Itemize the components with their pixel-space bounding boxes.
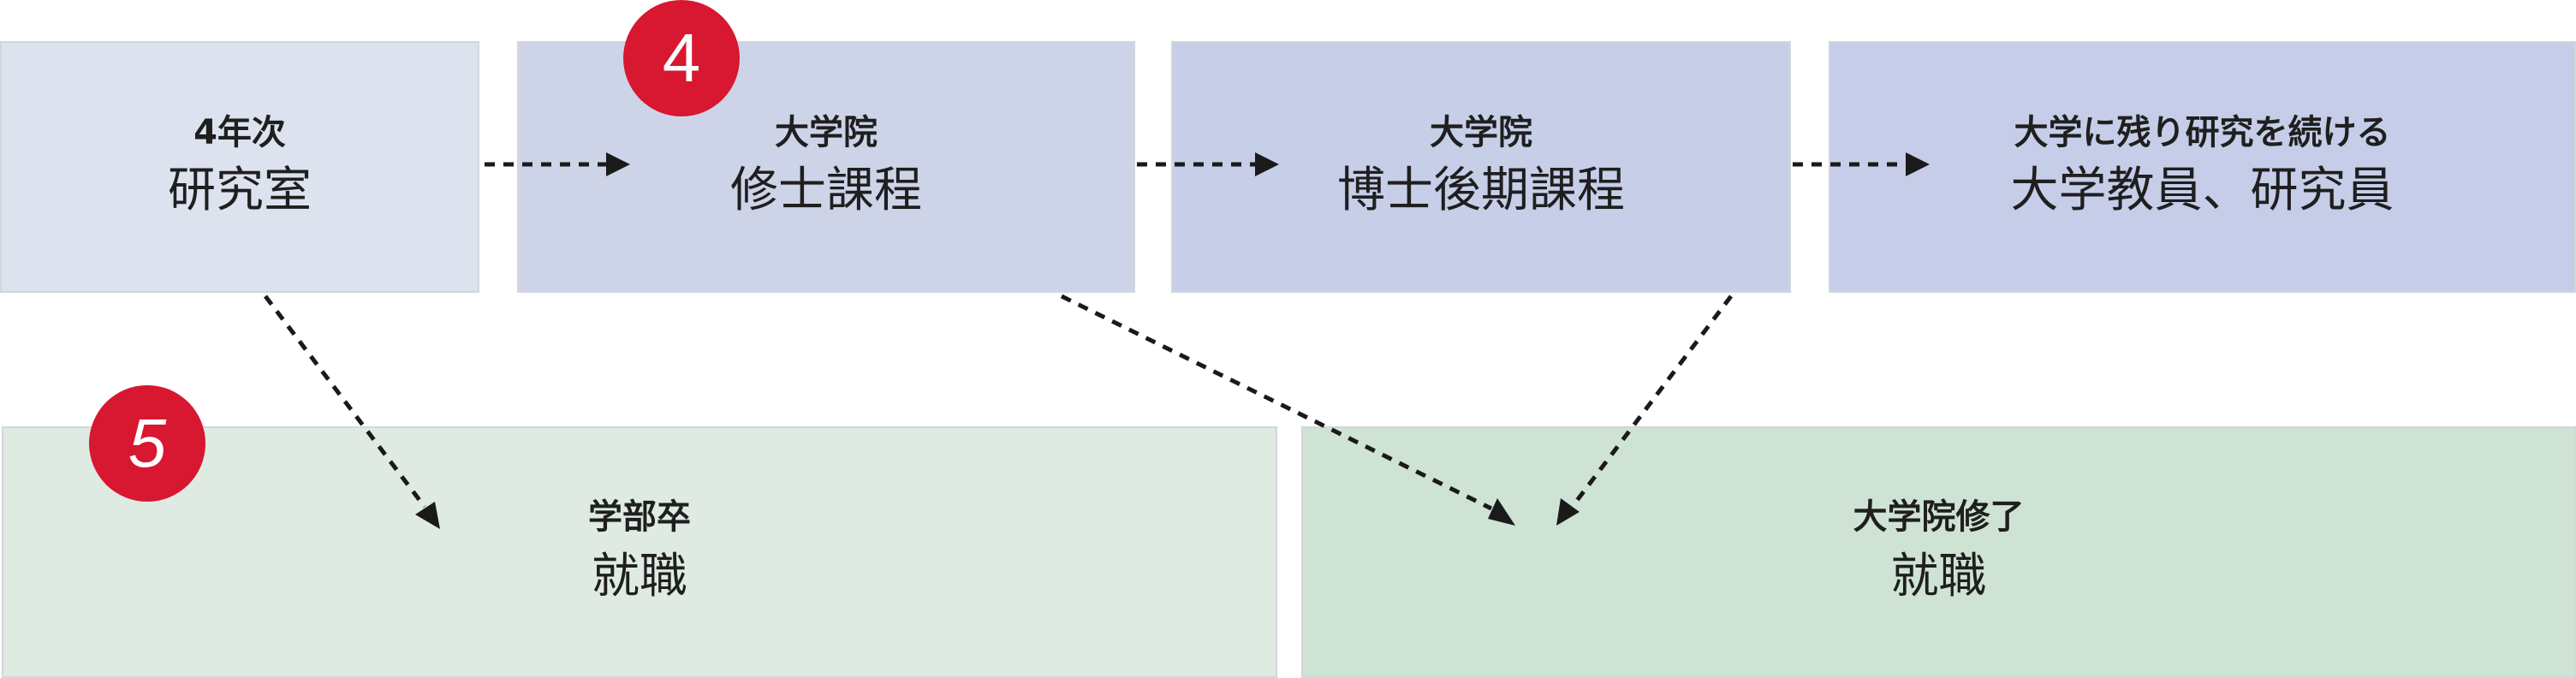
- outcome-title: 就職: [592, 548, 687, 604]
- outcome-label: 大学院修了: [1853, 497, 2025, 537]
- badge-number: 5: [128, 405, 167, 481]
- step-box-masters: 大学院 修士課程: [517, 41, 1135, 293]
- step-title: 博士後期課程: [1337, 162, 1625, 218]
- outcome-label: 学部卒: [588, 497, 691, 537]
- outcome-box-graduate-employment: 大学院修了 就職: [1301, 426, 2576, 678]
- step-title: 修士課程: [730, 162, 922, 218]
- step-box-lab: 4年次 研究室: [0, 41, 479, 293]
- step-title: 研究室: [168, 162, 312, 218]
- step-label: 4年次: [193, 112, 286, 152]
- step-number-badge: 4: [623, 0, 740, 116]
- step-number-badge: 5: [89, 385, 205, 502]
- step-box-doctoral: 大学院 博士後期課程: [1171, 41, 1791, 293]
- step-title: 大学教員、研究員: [2010, 162, 2395, 218]
- outcome-title: 就職: [1890, 548, 1987, 604]
- step-label: 大学院: [1430, 112, 1532, 152]
- step-label: 大学院: [775, 112, 878, 152]
- step-box-faculty: 大学に残り研究を続ける 大学教員、研究員: [1829, 41, 2576, 293]
- badge-number: 4: [662, 20, 701, 96]
- step-label: 大学に残り研究を続ける: [2014, 112, 2391, 152]
